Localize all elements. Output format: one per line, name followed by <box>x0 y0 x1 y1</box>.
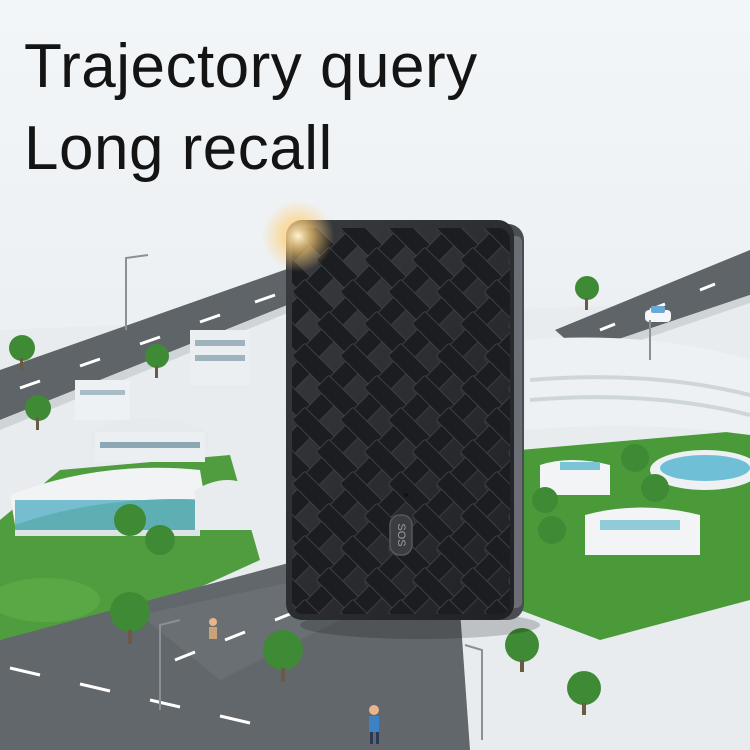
car-icon <box>645 306 671 322</box>
headline-line-1: Trajectory query <box>24 32 478 101</box>
glass-pavilion <box>10 467 255 536</box>
headline-line-2: Long recall <box>24 114 333 183</box>
sos-button[interactable] <box>389 514 413 556</box>
herringbone-tile <box>340 599 384 614</box>
building-cluster-right <box>540 460 700 555</box>
highway-left-lane-marks <box>19 293 276 390</box>
herringbone-tile <box>436 599 480 614</box>
building-cluster-left <box>75 330 250 462</box>
herringbone-texture <box>292 228 510 614</box>
herringbone-tile <box>484 279 510 323</box>
indicator-dot <box>404 493 408 497</box>
herringbone-tile <box>388 599 432 614</box>
grass-patch-left <box>0 578 100 622</box>
stadium-right <box>525 337 750 490</box>
street-lane-marks <box>9 610 296 725</box>
pedestrian-figures <box>209 618 379 744</box>
light-glow <box>262 200 334 272</box>
highway-right <box>555 250 750 352</box>
herringbone-tile <box>484 599 510 614</box>
herringbone-tile <box>484 407 510 451</box>
herringbone-tile <box>484 583 510 614</box>
street-lamps <box>125 254 651 740</box>
herringbone-tile <box>484 228 510 259</box>
herringbone-tile <box>484 535 510 579</box>
herringbone-tile <box>484 471 510 515</box>
herringbone-tile <box>484 343 510 387</box>
trees <box>9 276 669 715</box>
sos-button-label: SOS <box>395 523 407 546</box>
herringbone-tile <box>292 599 336 614</box>
